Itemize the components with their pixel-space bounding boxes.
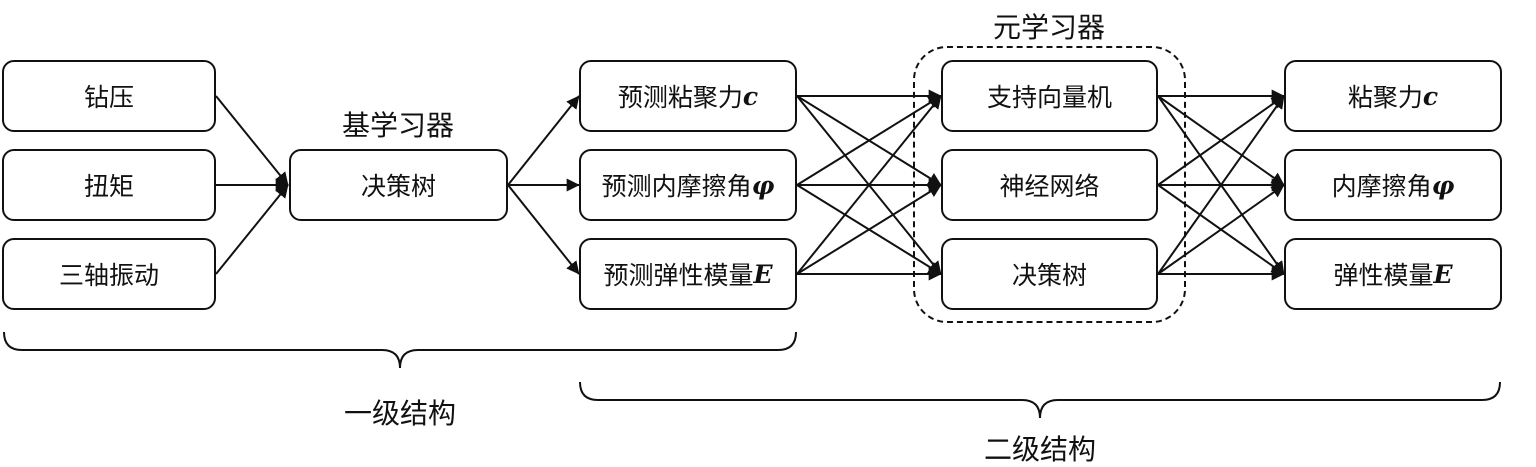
symbol-phi: φ: [751, 170, 775, 200]
arrow-base-pred3: [507, 184, 580, 275]
prediction-text: 预测弹性模量: [603, 261, 754, 290]
level1-structure-label: 一级结构: [343, 397, 457, 430]
symbol-e: E: [1433, 259, 1453, 289]
symbol-e: E: [753, 259, 773, 289]
prediction-text: 预测内摩擦角: [601, 172, 752, 201]
prediction-text: 预测粘聚力: [617, 83, 743, 112]
arrow-input1-base: [215, 95, 289, 186]
output-text: 弹性模量: [1333, 261, 1434, 290]
symbol-c: c: [742, 81, 759, 111]
meta-node-neural-network: 神经网络: [941, 149, 1158, 221]
brace-level1: [3, 331, 797, 369]
meta-node-svm: 支持向量机: [941, 60, 1158, 132]
symbol-c: c: [1422, 81, 1439, 111]
input-node-triaxial-vibration: 三轴振动: [2, 238, 216, 310]
input-node-wob: 钻压: [2, 60, 216, 132]
symbol-phi: φ: [1431, 170, 1455, 200]
arrow-input3-base: [215, 184, 289, 275]
brace-level2: [579, 381, 1501, 419]
meta-learner-label: 元学习器: [992, 11, 1106, 44]
output-text: 内摩擦角: [1331, 172, 1432, 201]
level2-structure-label: 二级结构: [983, 433, 1097, 466]
output-text: 粘聚力: [1347, 83, 1423, 112]
base-learner-label: 基学习器: [341, 109, 455, 142]
meta-node-decision-tree: 决策树: [941, 238, 1158, 310]
arrow-base-pred1: [507, 95, 580, 186]
meta-learner-group: [913, 46, 1186, 323]
input-node-torque: 扭矩: [2, 149, 216, 221]
base-learner-decision-tree: 决策树: [289, 149, 508, 221]
